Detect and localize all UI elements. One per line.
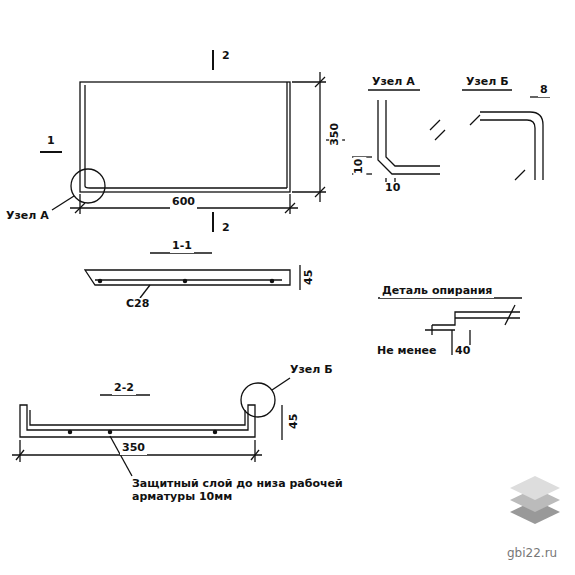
section-mark: 2	[220, 50, 232, 63]
dimension: 40	[453, 345, 472, 358]
dimension: 350	[120, 442, 147, 455]
section-mark: 1	[45, 135, 57, 148]
dimension: 10	[383, 182, 402, 195]
callout-label: Узел Б	[288, 364, 335, 377]
dimension: 8	[538, 84, 550, 97]
section-mark: 2	[220, 222, 232, 235]
detail-title: Деталь опирания	[380, 285, 494, 298]
dimension: 600	[170, 196, 197, 209]
dimension: 45	[288, 412, 301, 431]
detail-title: Узел Б	[464, 76, 511, 89]
dimension: 350	[329, 121, 342, 148]
callout-label: Узел А	[4, 210, 51, 223]
dimension: 10	[353, 157, 366, 176]
rebar-mark: С28	[124, 298, 151, 311]
note: Защитный слой до низа рабочей арматуры 1…	[130, 478, 384, 503]
section-title: 1-1	[170, 240, 194, 253]
section-title: 2-2	[112, 382, 136, 395]
dimension-note: Не менее	[375, 345, 438, 358]
detail-title: Узел А	[370, 76, 417, 89]
watermark: gbi22.ru	[505, 547, 559, 561]
dimension: 45	[303, 268, 316, 287]
